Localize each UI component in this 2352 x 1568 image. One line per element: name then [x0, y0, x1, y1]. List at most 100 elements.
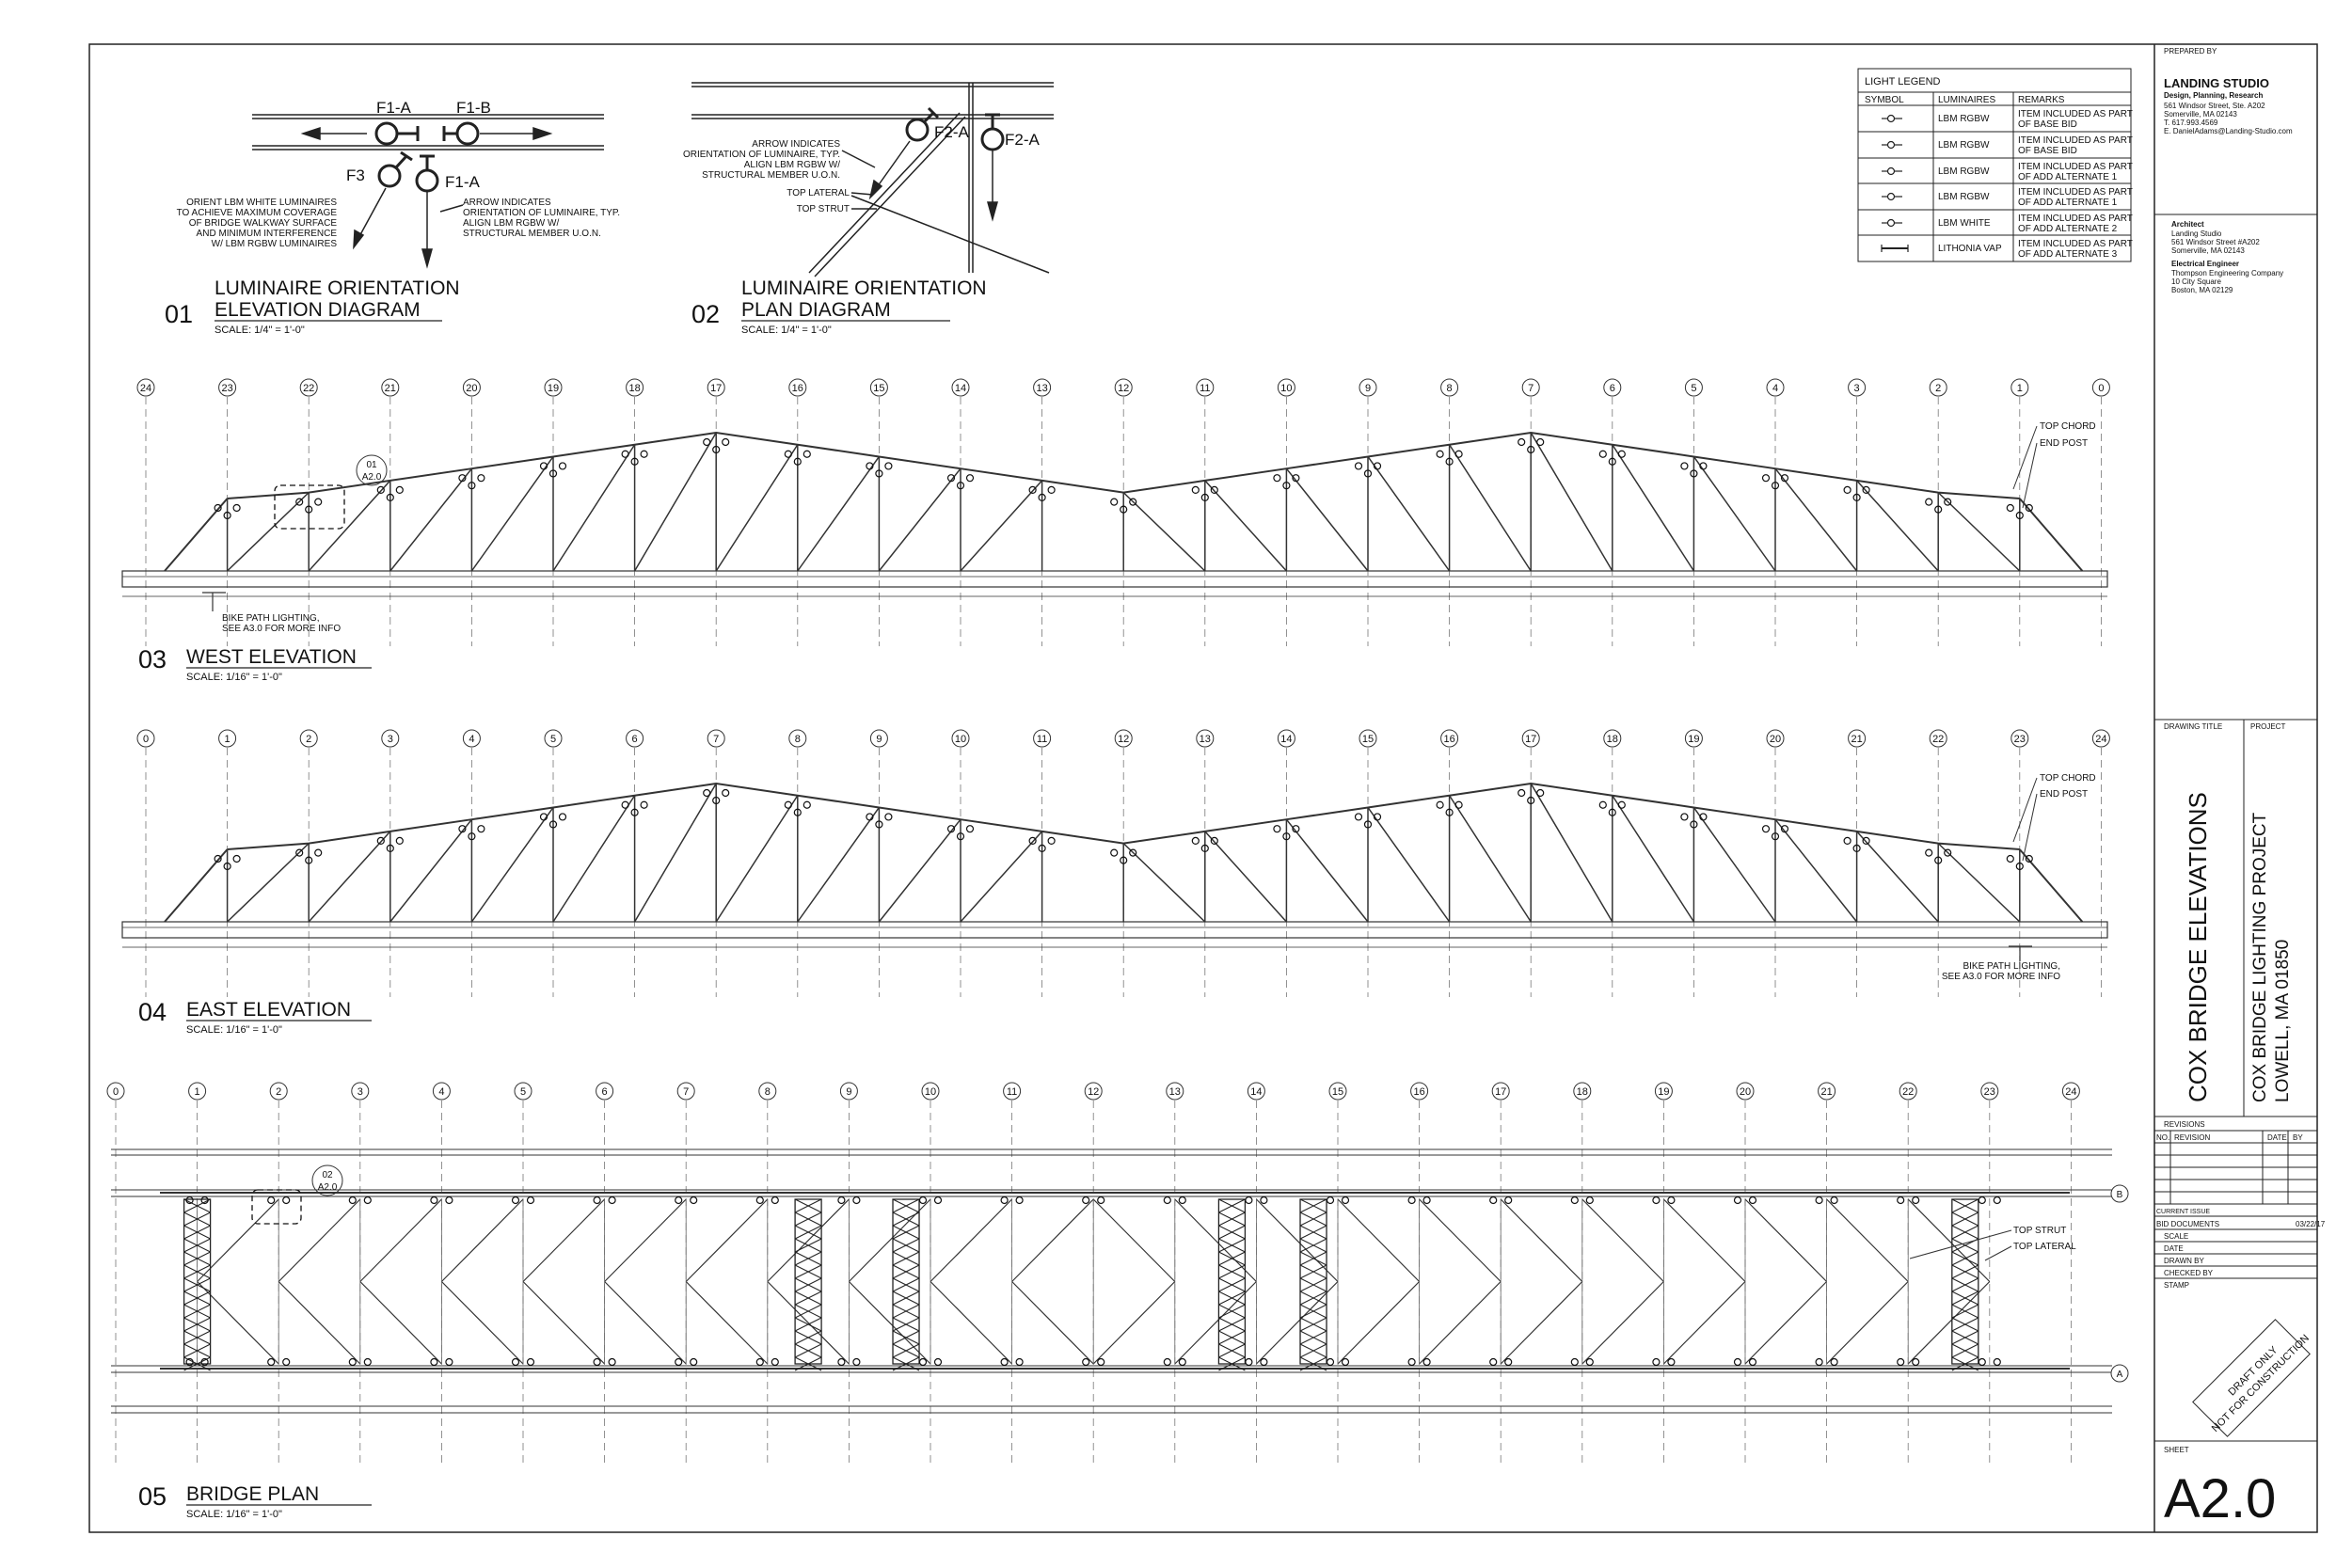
bracing [1218, 1356, 1246, 1371]
diagonal-member [389, 467, 472, 572]
grid-label: 14 [1280, 734, 1292, 745]
lateral [1662, 1198, 1746, 1282]
grid-label: 22 [303, 383, 314, 394]
grid-label: 7 [683, 1086, 689, 1098]
grid-bubble [869, 729, 888, 748]
luminaire [1598, 450, 1607, 458]
luminaire [2006, 854, 2014, 863]
grid-label: 22 [1902, 1086, 1914, 1098]
east-end-post: END POST [2040, 789, 2088, 800]
grid-bubble [2091, 378, 2110, 397]
luminaire [918, 1196, 928, 1205]
lateral [930, 1281, 1013, 1365]
luminaire [468, 482, 476, 490]
luminaire [1897, 1196, 1905, 1205]
grid-bubble [462, 729, 481, 748]
grid-label: 11 [1200, 383, 1210, 394]
grid-label: 3 [1854, 383, 1860, 394]
grid-label: 5 [1691, 383, 1696, 394]
luminaire [295, 848, 304, 857]
bracing [1951, 1251, 1979, 1266]
grid-bubble [1440, 729, 1459, 748]
callout-box [251, 1189, 302, 1225]
luminaire [1000, 1357, 1009, 1367]
west-callout-num: 01 [366, 460, 377, 470]
diagonal-member [797, 456, 881, 572]
luminaire [771, 1196, 779, 1205]
bracing [892, 1343, 920, 1358]
diagonal-member [715, 795, 799, 923]
diagonal-member [1856, 480, 1939, 572]
deck [121, 921, 2108, 939]
bracing [1299, 1317, 1327, 1332]
diagonal-member [878, 467, 961, 572]
lateral [1011, 1281, 1094, 1365]
end-post [164, 848, 229, 923]
luminaire [458, 474, 467, 483]
luminaire [1489, 1357, 1498, 1367]
luminaire [946, 825, 956, 833]
luminaire [712, 445, 721, 454]
luminaire [1282, 832, 1291, 841]
plan-top-lateral: TOP LATERAL [2013, 1242, 2076, 1252]
luminaire [1667, 1357, 1676, 1367]
bracing [183, 1277, 211, 1292]
luminaire [1925, 498, 1933, 506]
luminaire [1617, 450, 1626, 458]
diagonal-member [227, 492, 310, 572]
grid-bubble [351, 1082, 370, 1101]
diagonal-member [470, 456, 554, 572]
bracing [183, 1238, 211, 1253]
grid-bubble [951, 729, 970, 748]
bracing [1951, 1304, 1979, 1319]
tb-engineer-label: Electrical Engineer [2171, 260, 2239, 268]
grid-bubble [1654, 1082, 1673, 1101]
luminaire [558, 813, 567, 821]
luminaire [1436, 800, 1444, 809]
west-bike-note-1: BIKE PATH LIGHTING, [222, 613, 320, 624]
light-legend [1857, 68, 2132, 262]
luminaire [539, 813, 548, 821]
luminaire [675, 1357, 683, 1367]
legend-row2-r2: OF BASE BID [2018, 146, 2077, 156]
note-left-4: AND MINIMUM INTERFERENCE [197, 229, 338, 239]
luminaire [232, 503, 241, 513]
luminaire [386, 493, 394, 502]
luminaire [1082, 1196, 1090, 1205]
luminaire [1978, 1357, 1986, 1367]
diagonal-member [1774, 818, 1858, 923]
lateral [1255, 1281, 1339, 1365]
grid-label: 23 [221, 383, 232, 394]
lateral [1826, 1281, 1909, 1365]
bracing [892, 1330, 920, 1345]
luminaire [630, 808, 639, 816]
luminaire [918, 1357, 928, 1367]
luminaire [675, 1196, 683, 1205]
grid-bubble [707, 378, 725, 397]
grid-bubble [626, 729, 644, 748]
grid-label: 13 [1036, 383, 1047, 394]
grid-label: 20 [1740, 1086, 1751, 1098]
bracing [1299, 1238, 1327, 1253]
diagonal-member [715, 444, 799, 572]
luminaire [852, 1196, 861, 1205]
bracing [1218, 1330, 1246, 1345]
luminaire [1129, 848, 1137, 857]
tb-firm-addr-1: 561 Windsor Street, Ste. A202 [2164, 102, 2265, 110]
detail-01-scale: SCALE: 1/4" = 1'-0" [215, 325, 305, 336]
luminaire [1129, 498, 1137, 506]
grid-label: 16 [792, 383, 803, 394]
tb-engineer-3: Boston, MA 02129 [2171, 286, 2233, 294]
grid-bubble [1114, 378, 1133, 397]
grid-bubble [869, 378, 888, 397]
luminaire [1110, 848, 1119, 857]
bracing [794, 1238, 822, 1253]
bracing [1951, 1277, 1979, 1292]
legend-row2-r1: ITEM INCLUDED AS PART [2018, 135, 2133, 146]
tb-architect-2: 561 Windsor Street #A202 [2171, 238, 2260, 246]
lateral [440, 1198, 524, 1282]
lateral [604, 1281, 687, 1365]
grid-bubble [676, 1082, 695, 1101]
grid-bubble [218, 729, 237, 748]
luminaire [1191, 485, 1200, 495]
